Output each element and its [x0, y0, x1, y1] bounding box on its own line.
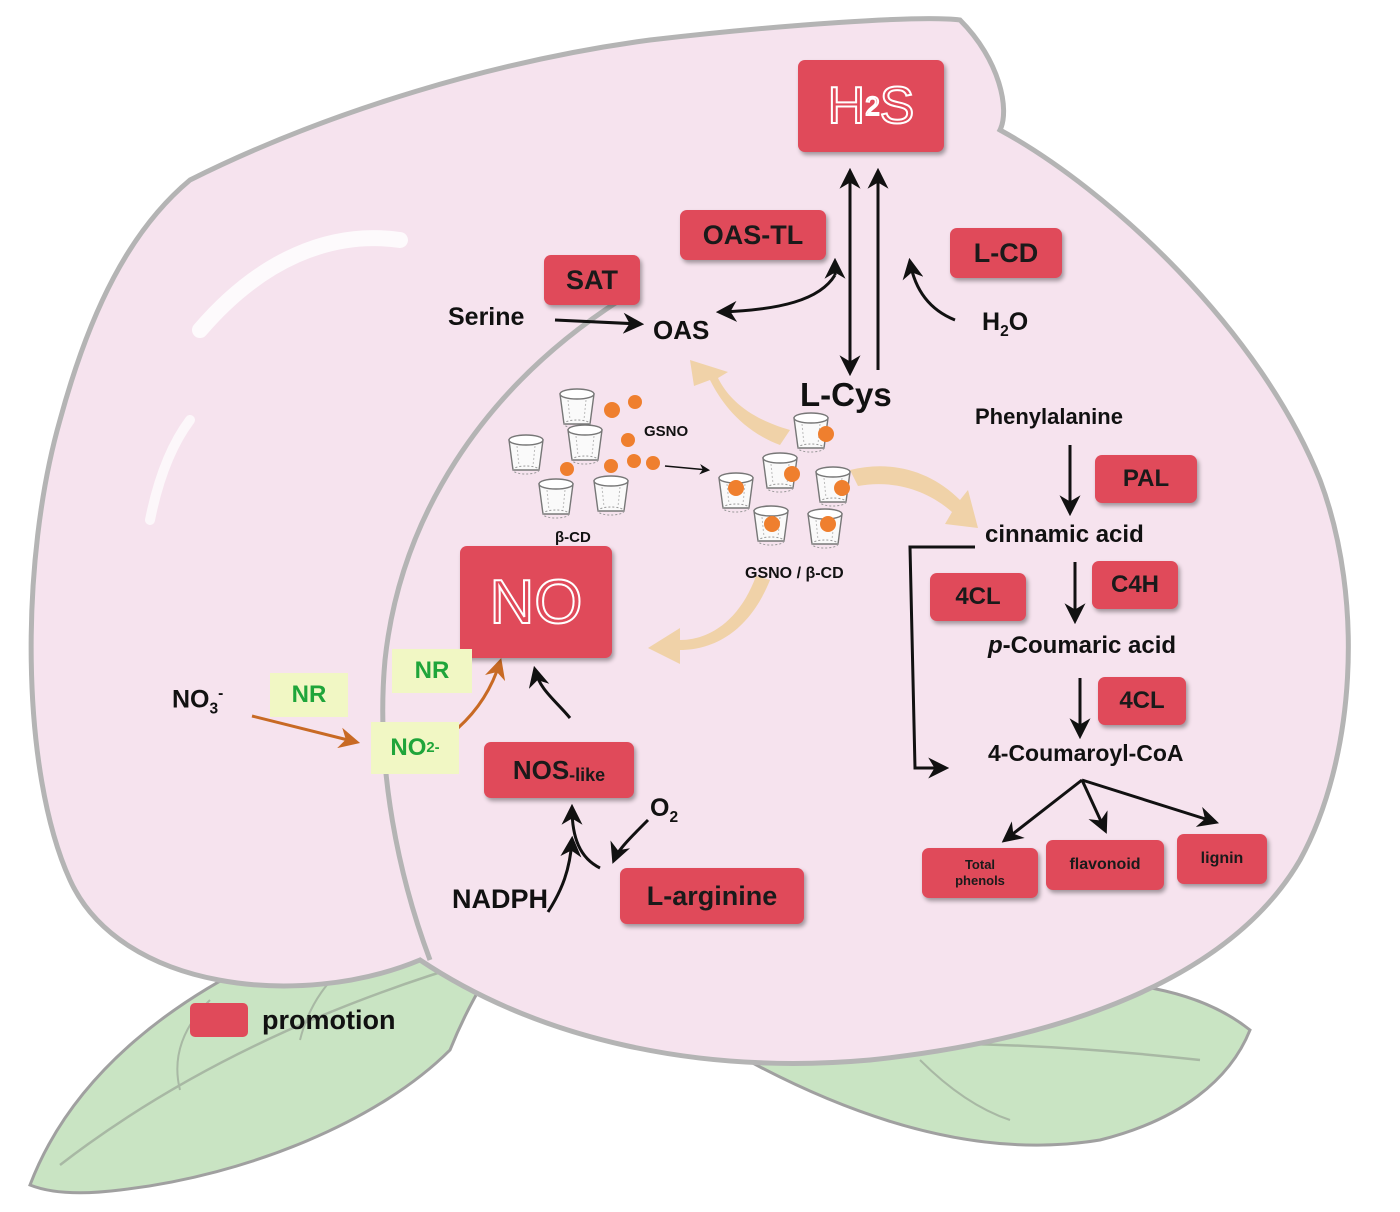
lignin-box: lignin: [1177, 834, 1267, 884]
nitrate-arrows: [251, 657, 506, 749]
legend-swatch: [190, 1003, 248, 1037]
label-no3: NO3-: [172, 685, 224, 718]
gsno-cd-complex: [718, 412, 851, 549]
oas-tl-box: OAS-TL: [680, 210, 826, 260]
l-arginine-box: L-arginine: [620, 868, 804, 924]
label-gsno-beta-cd: GSNO / β-CD: [745, 565, 844, 582]
4cl-box-left: 4CL: [930, 573, 1026, 621]
sat-box: SAT: [544, 255, 640, 305]
gsno-dots: [560, 395, 660, 476]
label-phenylalanine: Phenylalanine: [975, 404, 1123, 429]
black-arrows: [528, 167, 1220, 913]
no-box: NO: [460, 546, 612, 658]
peach-body: [28, 16, 1351, 1066]
flavonoid-box: flavonoid: [1046, 840, 1164, 890]
nos-like-box: NOS-like: [484, 742, 634, 798]
pal-box: PAL: [1095, 455, 1197, 503]
nr-box-right: NR: [392, 649, 472, 693]
nr-box-left: NR: [270, 673, 348, 717]
label-gsno: GSNO: [644, 423, 689, 440]
legend-label: promotion: [262, 1004, 396, 1035]
label-beta-cd: β-CD: [555, 529, 591, 546]
beige-arrows: [648, 360, 978, 664]
label-l-cys: L-Cys: [800, 376, 892, 413]
label-oas: OAS: [653, 315, 710, 345]
label-cinnamic-acid: cinnamic acid: [985, 521, 1144, 548]
label-p-coumaric-acid: p-Coumaric acid: [988, 632, 1177, 659]
label-serine: Serine: [448, 303, 525, 331]
4cl-box-right: 4CL: [1098, 677, 1186, 725]
label-nadph: NADPH: [452, 884, 549, 914]
label-4-coumaroyl-coa: 4-Coumaroyl-CoA: [988, 740, 1184, 766]
l-cd-box: L-CD: [950, 228, 1062, 278]
c4h-box: C4H: [1092, 561, 1178, 609]
label-h2o: H2O: [982, 308, 1029, 340]
legend: promotion: [190, 1003, 395, 1037]
label-o2: O2: [650, 794, 679, 826]
